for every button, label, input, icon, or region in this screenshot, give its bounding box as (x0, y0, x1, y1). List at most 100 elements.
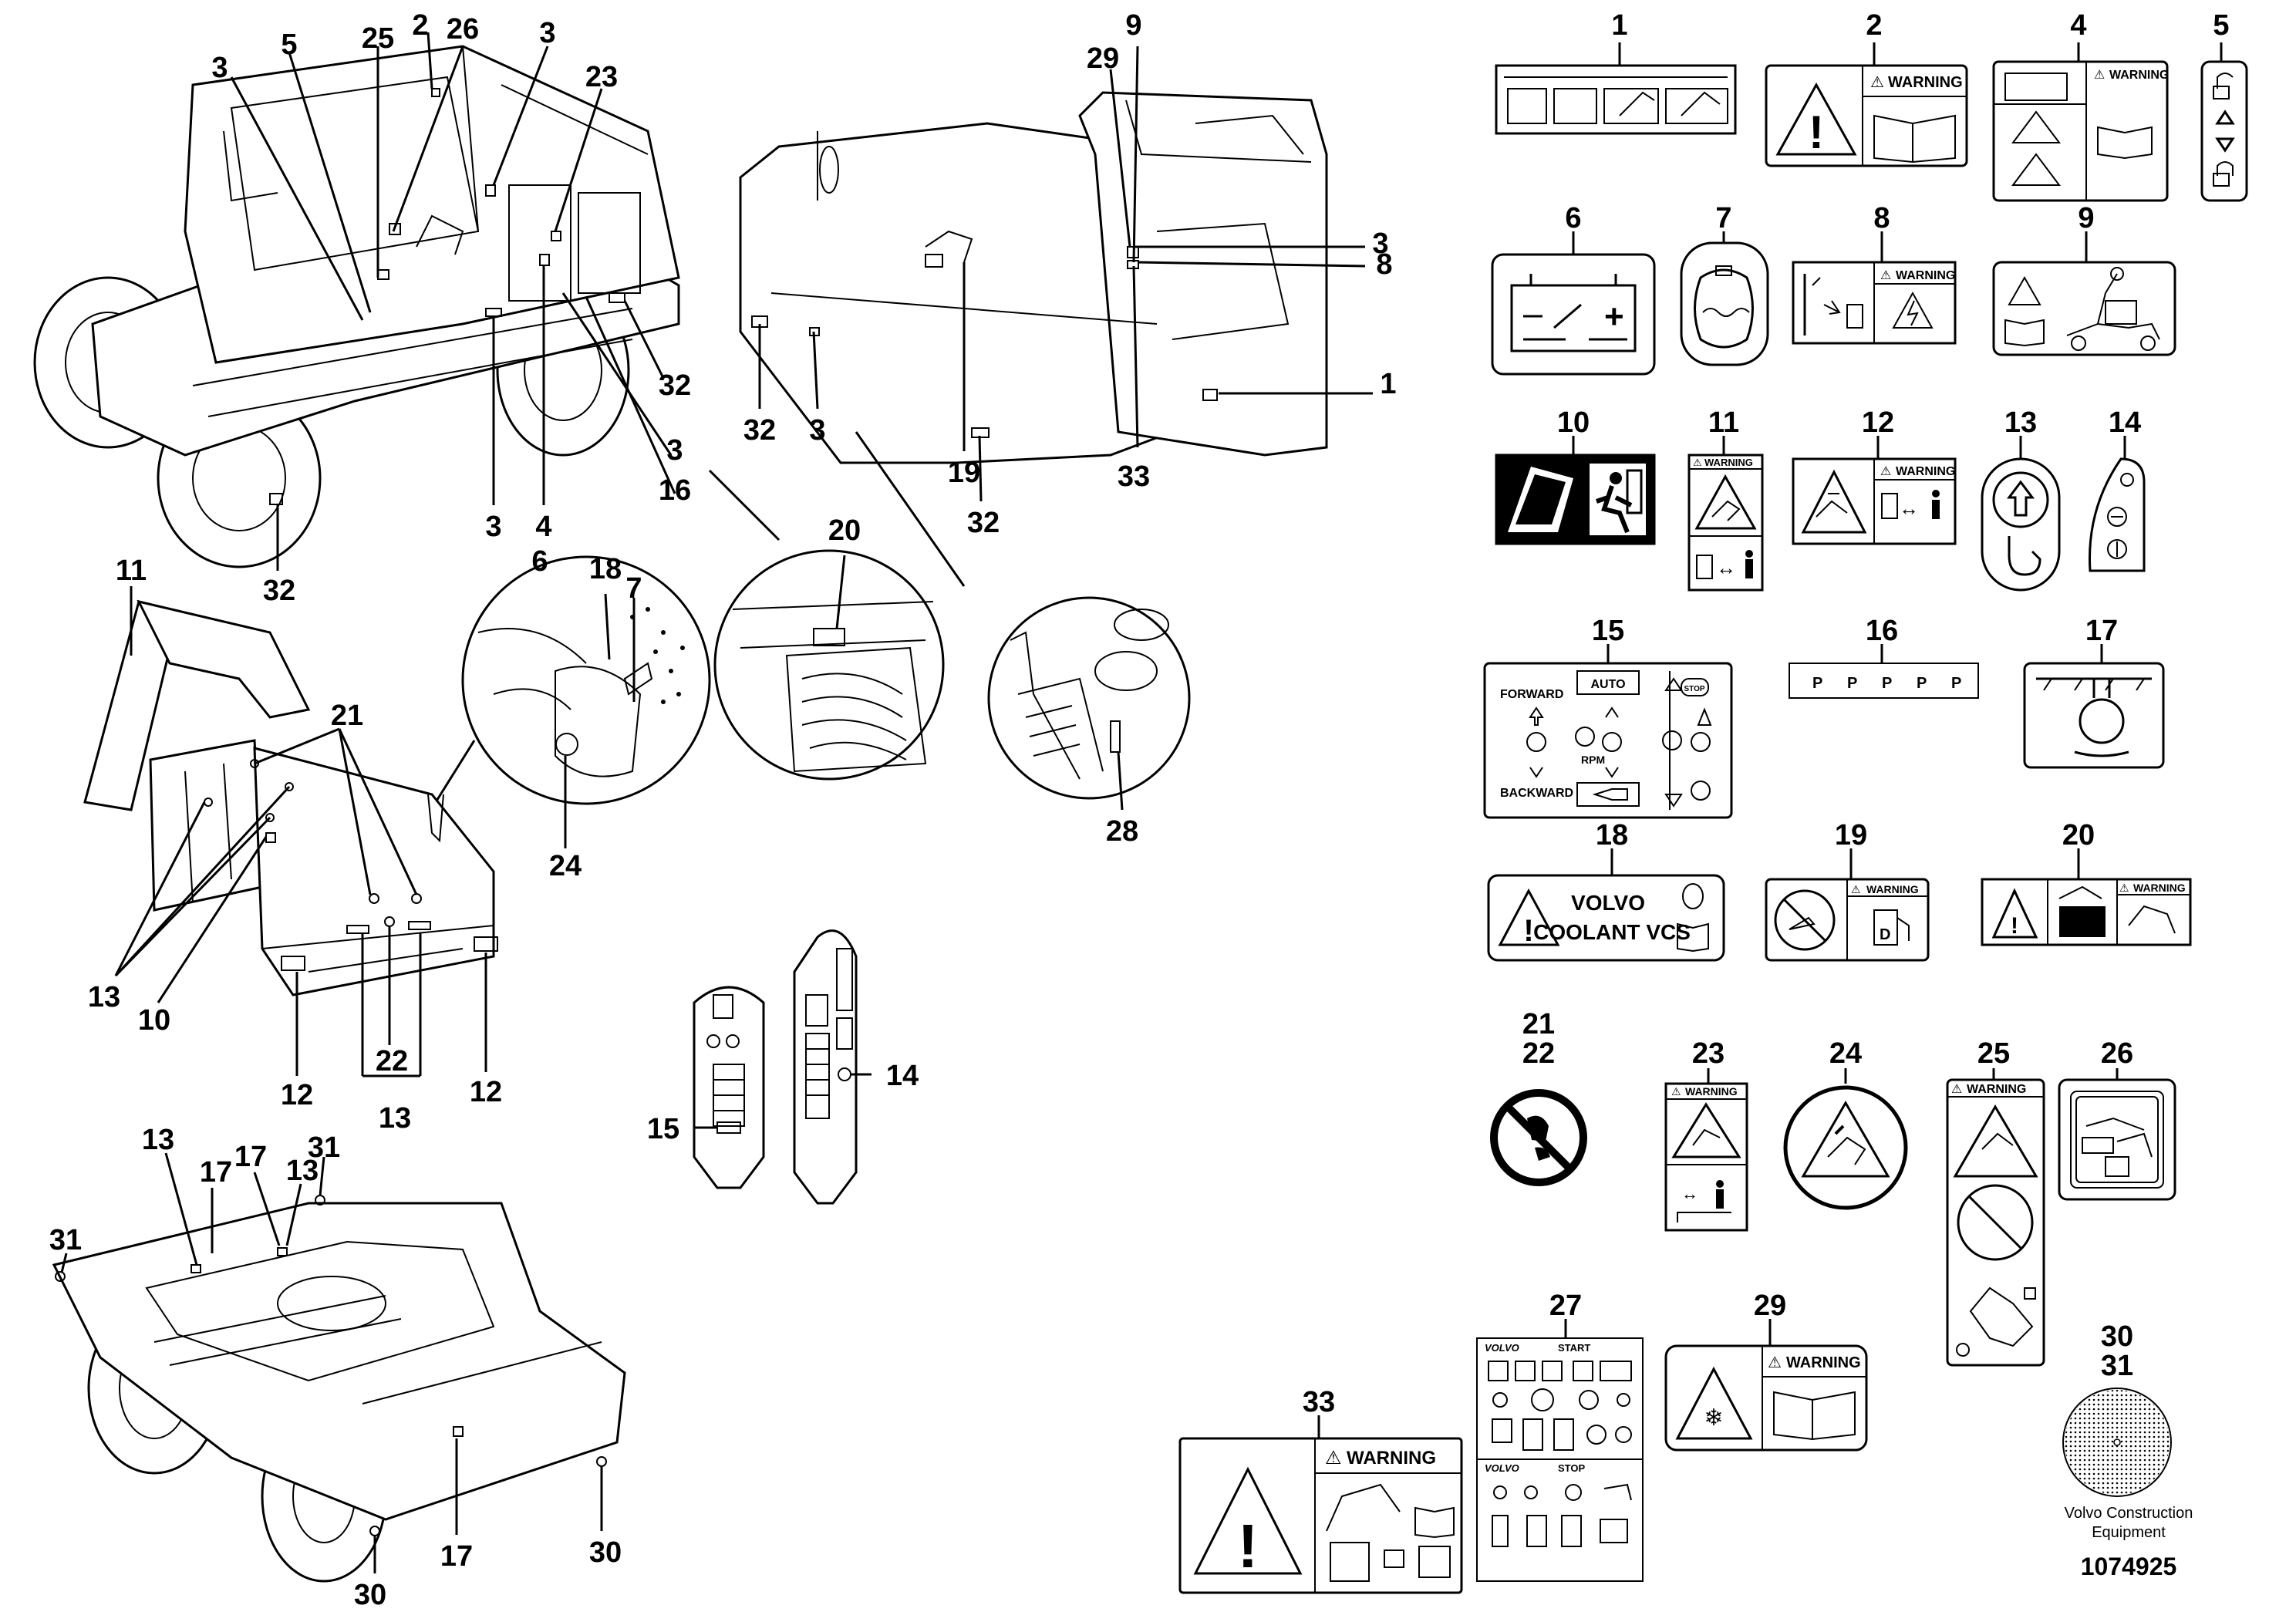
decal-29: ❄ ⚠ WARNING (1664, 1319, 1868, 1452)
decal-20: ⚠ WARNING ! (1981, 848, 2192, 946)
decal-5 (2200, 42, 2248, 202)
svg-text:11: 11 (1708, 406, 1739, 439)
decal-21-22 (1490, 1089, 1587, 1186)
svg-text:!: ! (2011, 913, 2018, 939)
svg-text:22: 22 (376, 1045, 408, 1077)
svg-text:30: 30 (354, 1579, 386, 1611)
svg-text:❄: ❄ (1704, 1405, 1723, 1431)
svg-text:2: 2 (412, 9, 428, 42)
decal-11: ⚠ WARNING ↔ (1687, 436, 1764, 592)
svg-text:11: 11 (116, 555, 147, 587)
decal-7 (1680, 231, 1769, 366)
svg-text:29: 29 (1087, 42, 1119, 75)
svg-text:WARNING: WARNING (1967, 1083, 2026, 1096)
svg-text:7: 7 (1715, 202, 1731, 234)
decal-24 (1783, 1068, 1908, 1210)
decal-17 (2023, 644, 2165, 769)
svg-text:↔: ↔ (1716, 556, 1736, 579)
svg-text:P: P (1882, 675, 1892, 692)
svg-text:!: ! (1238, 1512, 1259, 1580)
decal-16: P P P P P (1789, 644, 1979, 699)
svg-text:13: 13 (142, 1124, 174, 1156)
leaders-view-d (60, 1152, 603, 1573)
svg-text:25: 25 (1977, 1037, 2010, 1070)
svg-text:32: 32 (659, 369, 691, 402)
svg-text:P: P (1812, 675, 1822, 692)
svg-text:⚠: ⚠ (1671, 1085, 1681, 1098)
leaders-view-b (708, 46, 1373, 587)
svg-text:20: 20 (828, 514, 861, 547)
svg-text:8: 8 (1873, 202, 1890, 234)
svg-text:P: P (1847, 675, 1857, 692)
svg-text:6: 6 (1565, 202, 1581, 234)
decal-8: ⚠ WARNING (1792, 231, 1957, 345)
svg-text:18: 18 (589, 553, 622, 585)
svg-text:27: 27 (1549, 1290, 1582, 1322)
leaders-view-c (114, 586, 487, 1077)
svg-text:AUTO: AUTO (1590, 678, 1625, 691)
svg-text:17: 17 (234, 1141, 267, 1173)
decal-1 (1495, 42, 1737, 135)
decal-33: ! ⚠ WARNING (1178, 1415, 1463, 1594)
svg-text:13: 13 (379, 1102, 411, 1135)
svg-text:+: + (1604, 298, 1624, 336)
svg-text:4: 4 (535, 511, 551, 543)
svg-text:P: P (1917, 675, 1927, 692)
svg-text:20: 20 (2062, 819, 2095, 851)
svg-text:⚠: ⚠ (1851, 883, 1861, 895)
svg-text:12: 12 (470, 1076, 502, 1108)
svg-text:VOLVO: VOLVO (1485, 1342, 1519, 1354)
svg-text:16: 16 (1866, 615, 1898, 647)
svg-text:21: 21 (1522, 1008, 1555, 1040)
svg-text:5: 5 (281, 29, 297, 61)
svg-text:WARNING: WARNING (1685, 1085, 1738, 1098)
svg-text:30: 30 (589, 1536, 622, 1569)
svg-text:25: 25 (362, 22, 394, 55)
decal-15: AUTO FORWARD BACKWARD RPM STOP (1483, 644, 1733, 819)
svg-text:VOLVO: VOLVO (1571, 891, 1645, 915)
svg-text:23: 23 (585, 61, 618, 93)
svg-text:17: 17 (2085, 615, 2118, 647)
svg-text:13: 13 (88, 981, 120, 1013)
svg-text:33: 33 (1118, 460, 1150, 493)
svg-text:⚠: ⚠ (2094, 69, 2105, 82)
machine-view-rear-right (739, 91, 1328, 464)
svg-text:VOLVO: VOLVO (1485, 1462, 1519, 1474)
svg-text:12: 12 (281, 1079, 313, 1111)
svg-text:3: 3 (666, 434, 683, 467)
decal-19: ⚠ WARNING D (1765, 848, 1930, 962)
svg-text:17: 17 (440, 1540, 473, 1573)
svg-text:1: 1 (1611, 9, 1627, 42)
svg-text:26: 26 (447, 13, 479, 46)
svg-text:29: 29 (1754, 1290, 1786, 1322)
machine-view-boom (83, 599, 498, 996)
machine-view-front-left (33, 45, 680, 568)
svg-text:21: 21 (331, 700, 363, 732)
svg-text:WARNING: WARNING (1888, 74, 1963, 91)
svg-text:WARNING: WARNING (1866, 883, 1919, 895)
svg-text:14: 14 (2109, 406, 2141, 439)
svg-text:5: 5 (2213, 9, 2229, 42)
svg-text:31: 31 (308, 1131, 340, 1164)
svg-text:31: 31 (2101, 1350, 2133, 1382)
svg-text:17: 17 (200, 1156, 232, 1189)
detail-circle-24 (415, 555, 711, 848)
svg-text:13: 13 (2004, 406, 2037, 439)
svg-text:23: 23 (1692, 1037, 1725, 1070)
svg-text:⚠: ⚠ (1880, 465, 1891, 478)
svg-text:3: 3 (211, 52, 228, 84)
svg-text:WARNING: WARNING (2109, 69, 2169, 82)
svg-text:22: 22 (1522, 1037, 1555, 1070)
svg-text:WARNING: WARNING (1704, 457, 1753, 468)
svg-text:13: 13 (286, 1155, 319, 1187)
decal-2: ! ⚠ WARNING (1765, 42, 1968, 167)
svg-text:7: 7 (625, 572, 642, 605)
document-number: 1074925 (2081, 1553, 2177, 1580)
svg-text:9: 9 (1125, 9, 1141, 42)
svg-text:⚠: ⚠ (1880, 269, 1891, 282)
svg-text:14: 14 (886, 1060, 919, 1092)
machine-view-rear-bottom (52, 1195, 626, 1583)
svg-text:START: START (1558, 1342, 1590, 1354)
